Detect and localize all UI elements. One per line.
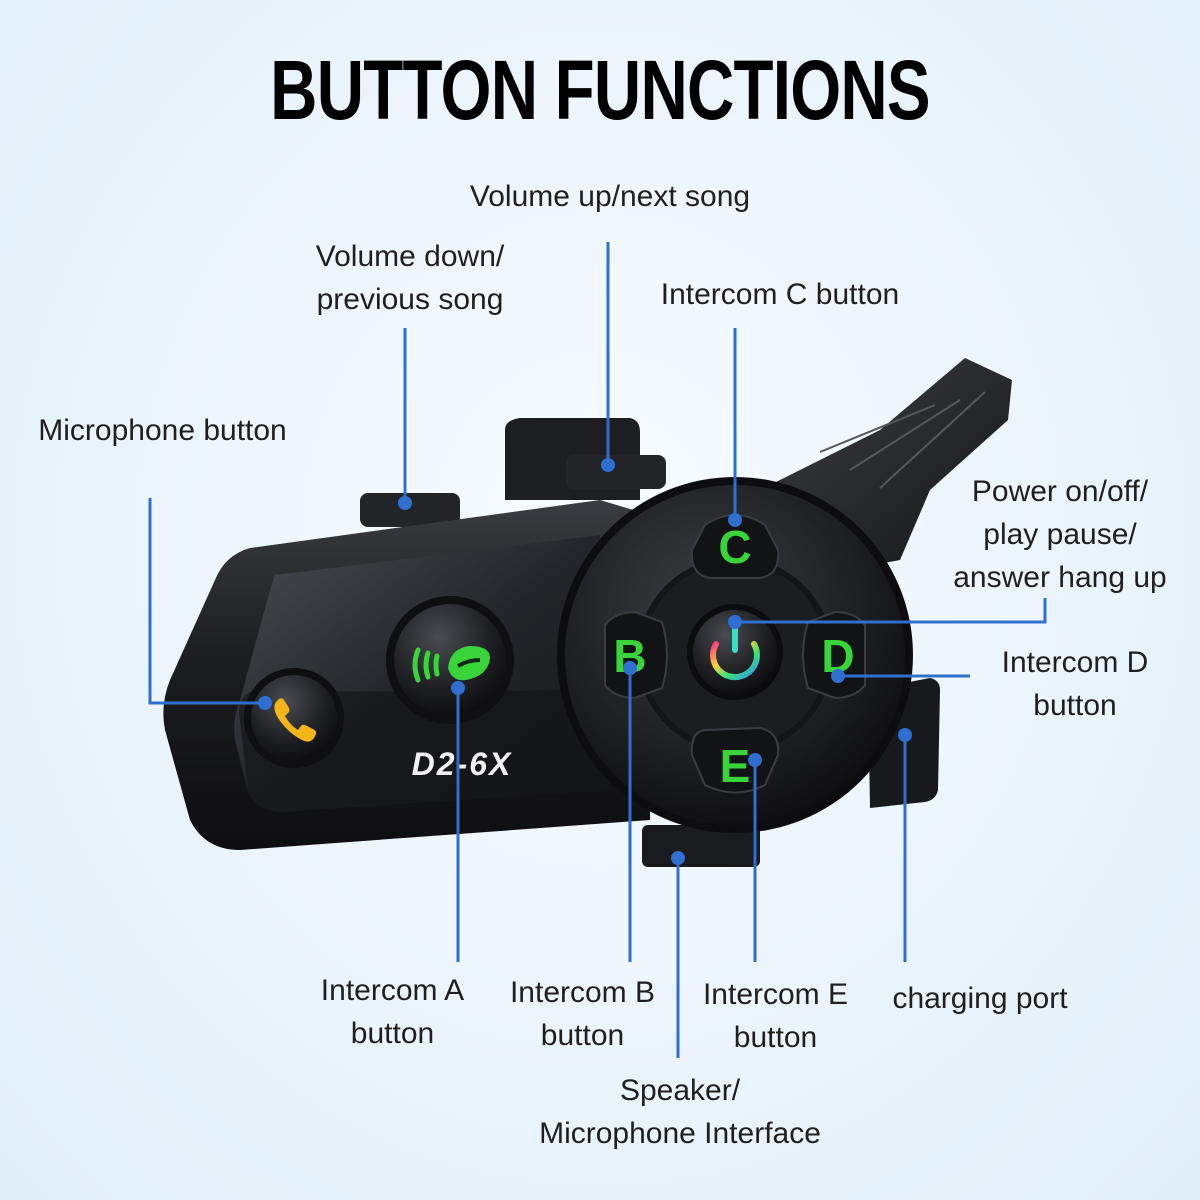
intercom-a-button[interactable] xyxy=(386,596,514,724)
power-icon xyxy=(710,641,760,681)
power-button[interactable] xyxy=(687,604,783,700)
label-microphone: Microphone button xyxy=(38,414,287,447)
button-letter-c: C xyxy=(718,521,751,573)
label-intercom-b-line1: Intercom B xyxy=(509,976,656,1009)
volume-up-key[interactable] xyxy=(566,455,666,489)
label-intercom-a-line2: button xyxy=(350,1017,435,1050)
top-buttons xyxy=(360,418,666,527)
microphone-button[interactable] xyxy=(244,668,344,768)
page-title: BUTTON FUNCTIONS xyxy=(270,43,930,137)
label-intercom-c: Intercom C button xyxy=(660,278,900,311)
intercom-d-button[interactable]: D xyxy=(802,610,866,700)
label-power-line1: Power on/off/ xyxy=(971,475,1149,508)
label-intercom-e-line2: button xyxy=(733,1021,818,1054)
label-speaker-line2: Microphone Interface xyxy=(539,1117,821,1150)
model-name: D2-6X xyxy=(412,746,513,782)
label-volume-up: Volume up/next song xyxy=(469,180,751,213)
volume-down-key[interactable] xyxy=(360,493,460,527)
intercom-signal-icon xyxy=(412,646,490,683)
label-volume-down-line1: Volume down/ xyxy=(315,240,505,273)
label-intercom-e-line1: Intercom E xyxy=(702,978,849,1011)
label-intercom-a-line1: Intercom A xyxy=(320,974,465,1007)
label-intercom-b-line2: button xyxy=(540,1019,625,1052)
label-speaker-line1: Speaker/ xyxy=(619,1074,741,1107)
label-charging-port: charging port xyxy=(892,982,1068,1015)
label-power-line2: play pause/ xyxy=(983,518,1137,551)
phone-icon xyxy=(274,698,317,742)
label-intercom-d-line2: button xyxy=(1033,689,1117,722)
button-letter-e: E xyxy=(720,740,751,792)
leader-dots xyxy=(258,458,912,865)
label-intercom-d-line1: Intercom D xyxy=(1001,646,1149,679)
label-volume-down-line2: previous song xyxy=(316,283,504,316)
leader-lines xyxy=(148,242,1047,1058)
intercom-b-button[interactable]: B xyxy=(604,610,668,700)
intercom-e-button[interactable]: E xyxy=(690,726,780,794)
label-power-line3: answer hang up xyxy=(953,561,1167,594)
